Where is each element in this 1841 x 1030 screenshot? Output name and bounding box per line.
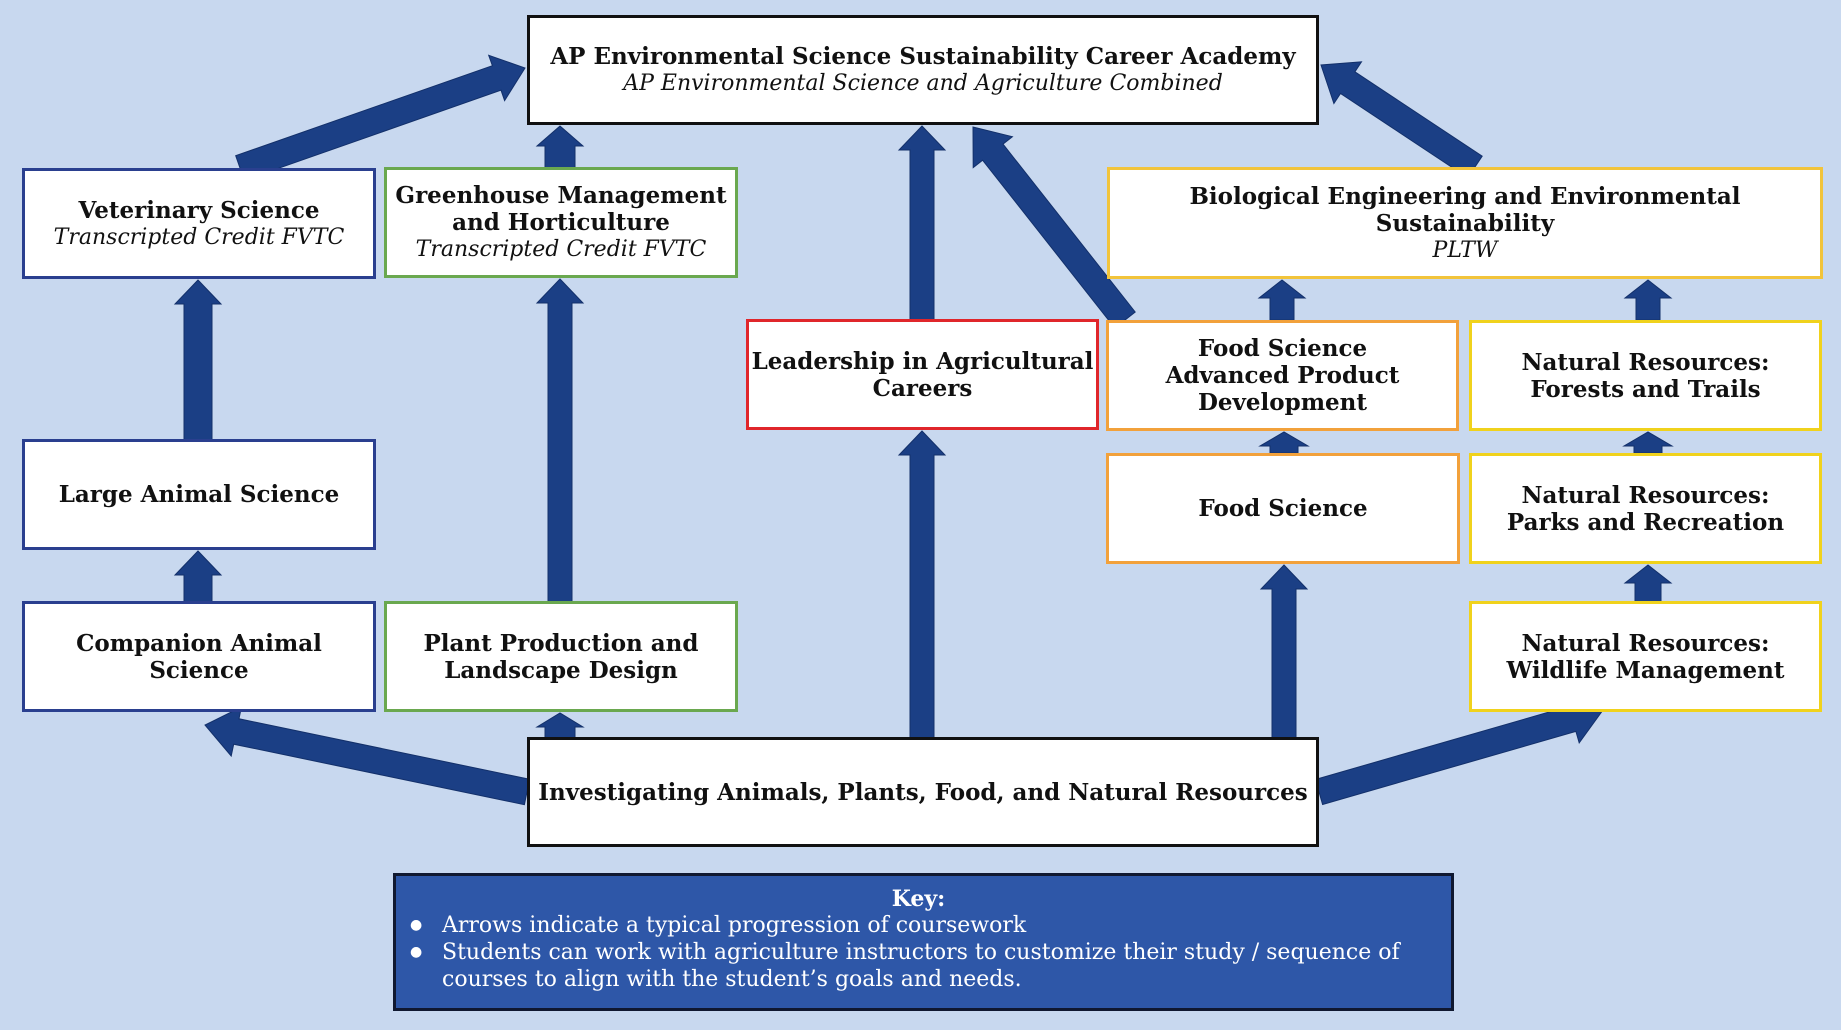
box-veterinary-science: Veterinary Science Transcripted Credit F… [22, 168, 376, 279]
box-parks-recreation: Natural Resources: Parks and Recreation [1469, 453, 1822, 564]
key-item-text: Students can work with agriculture instr… [442, 940, 1400, 992]
wildlife-title: Natural Resources: Wildlife Management [1506, 629, 1785, 684]
biological-engineering-title: Biological Engineering and Environmental… [1189, 182, 1741, 237]
food-science-advanced-title: Food Science Advanced Product Developmen… [1165, 335, 1400, 416]
arrow-veterinary-to-ap-academy [235, 54, 526, 181]
bullet-icon: ● [410, 944, 423, 960]
box-forests-trails: Natural Resources: Forests and Trails [1469, 320, 1822, 431]
arrow-parks-to-forests [1622, 431, 1674, 454]
key-panel: Key: ● Arrows indicate a typical progress… [393, 873, 1454, 1011]
arrow-investigating-to-leadership [897, 430, 947, 739]
arrow-investigating-to-plant [535, 712, 585, 739]
parks-recreation-title: Natural Resources: Parks and Recreation [1506, 481, 1785, 536]
investigating-title: Investigating Animals, Plants, Food, and… [538, 778, 1308, 806]
arrow-large-animal-to-veterinary [173, 279, 223, 441]
biological-engineering-subtitle: PLTW [1432, 237, 1498, 263]
box-food-science-advanced: Food Science Advanced Product Developmen… [1106, 320, 1459, 431]
arrow-greenhouse-to-ap-academy [535, 125, 585, 169]
arrow-leadership-to-ap-academy [897, 125, 947, 321]
ap-academy-subtitle: AP Environmental Science and Agriculture… [623, 71, 1223, 96]
veterinary-subtitle: Transcripted Credit FVTC [53, 224, 345, 250]
box-food-science: Food Science [1106, 453, 1460, 564]
arrow-companion-to-large-animal [173, 550, 223, 603]
veterinary-title: Veterinary Science [78, 196, 320, 224]
key-item: ● Students can work with agriculture inst… [410, 939, 1431, 993]
arrow-forests-to-biological [1623, 279, 1673, 321]
arrow-food-advanced-to-biological [1257, 279, 1307, 321]
arrow-wildlife-to-parks [1623, 564, 1673, 603]
bullet-icon: ● [410, 917, 423, 933]
box-plant-production: Plant Production and Landscape Design [384, 601, 738, 712]
box-ap-academy: AP Environmental Science Sustainability … [527, 15, 1319, 125]
box-greenhouse-management: Greenhouse Management and Horticulture T… [384, 167, 738, 278]
arrow-food-science-to-food-advanced [1258, 431, 1310, 454]
plant-production-title: Plant Production and Landscape Design [423, 629, 699, 684]
food-science-title: Food Science [1198, 495, 1368, 522]
box-wildlife-management: Natural Resources: Wildlife Management [1469, 601, 1822, 712]
key-list: ● Arrows indicate a typical progression o… [406, 912, 1431, 993]
key-title: Key: [891, 886, 946, 912]
box-large-animal: Large Animal Science [22, 439, 376, 550]
arrow-investigating-to-food-science [1259, 564, 1309, 739]
forests-trails-title: Natural Resources: Forests and Trails [1521, 348, 1770, 403]
large-animal-title: Large Animal Science [58, 481, 340, 508]
arrow-biological-to-ap-academy [1320, 61, 1483, 179]
box-leadership: Leadership in Agricultural Careers [746, 319, 1099, 430]
greenhouse-subtitle: Transcripted Credit FVTC [415, 237, 707, 262]
companion-animal-title: Companion Animal Science [76, 629, 322, 684]
greenhouse-title: Greenhouse Management and Horticulture [395, 182, 727, 236]
ap-academy-title: AP Environmental Science Sustainability … [550, 43, 1296, 70]
leadership-title: Leadership in Agricultural Careers [751, 347, 1094, 402]
arrow-investigating-to-companion [204, 706, 531, 806]
key-item: ● Arrows indicate a typical progression o… [410, 912, 1431, 939]
box-investigating: Investigating Animals, Plants, Food, and… [527, 737, 1319, 847]
arrow-plant-production-to-greenhouse [535, 278, 585, 603]
arrow-food-advanced-to-ap-academy [972, 126, 1136, 329]
box-biological-engineering: Biological Engineering and Environmental… [1107, 167, 1823, 279]
box-companion-animal: Companion Animal Science [22, 601, 376, 712]
key-item-text: Arrows indicate a typical progression of… [442, 913, 1027, 938]
